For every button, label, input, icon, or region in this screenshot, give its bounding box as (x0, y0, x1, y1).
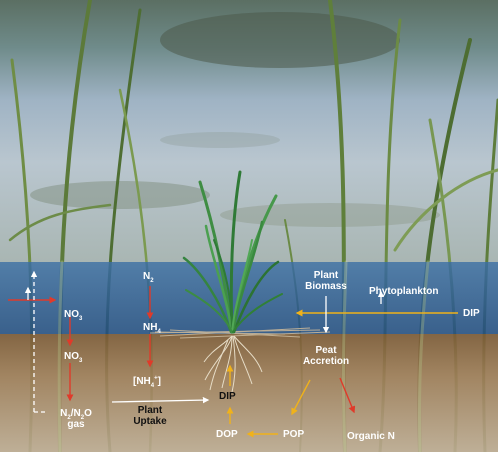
label-nh4-bracket: [NH4+] (133, 376, 161, 387)
label-dip-sediment: DIP (219, 391, 236, 402)
label-organic-n: Organic N (347, 431, 395, 442)
label-n2-n2o-gas: N2/N2O gas (50, 408, 102, 430)
label-phytoplankton: Phytoplankton (369, 286, 438, 297)
label-plant-uptake: Plant Uptake (124, 405, 176, 427)
label-no3-top: NO3 (64, 309, 82, 320)
label-plant-biomass: Plant Biomass (298, 270, 354, 292)
label-peat-accretion: Peat Accretion (298, 345, 354, 367)
label-no3-mid: NO3 (64, 351, 82, 362)
label-dip-water: DIP (463, 308, 480, 319)
label-nh4-top: NH4 (143, 322, 161, 333)
label-n2: N2 (143, 271, 154, 282)
label-pop: POP (283, 429, 304, 440)
label-dop: DOP (216, 429, 238, 440)
